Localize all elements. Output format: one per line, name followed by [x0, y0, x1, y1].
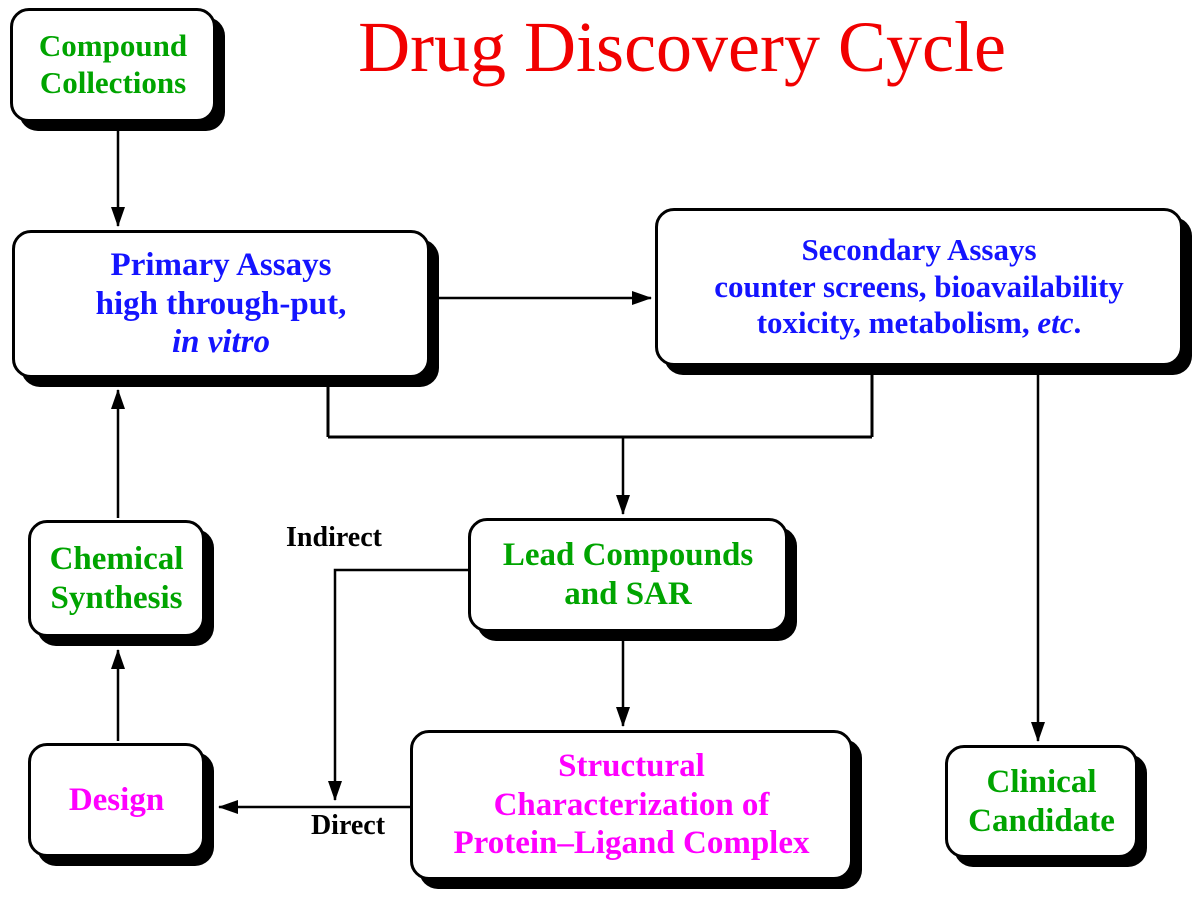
direct-label: Direct — [310, 810, 386, 841]
structural-characterization-box: Structural Characterization of Protein–L… — [410, 730, 853, 880]
clinical-candidate-line2: Candidate — [968, 802, 1115, 839]
compound-collections-line1: Compound — [38, 28, 188, 64]
lead-compounds-line1: Lead Compounds — [502, 537, 754, 574]
design-box: Design — [28, 743, 205, 857]
secondary-assays-line3: toxicity, metabolism, etc. — [757, 305, 1082, 342]
primary-assays-line1: Primary Assays — [110, 246, 332, 283]
page-title: Drug Discovery Cycle — [358, 7, 1006, 87]
arrow-lead-indirect — [328, 568, 468, 801]
structural-line3: Protein–Ligand Complex — [453, 825, 810, 862]
structural-line1: Structural — [558, 747, 705, 784]
secondary-assays-line3-period: . — [1073, 305, 1082, 341]
chemical-synthesis-box: Chemical Synthesis — [28, 520, 205, 637]
design-line1: Design — [68, 781, 165, 818]
primary-assays-line3: in vitro — [171, 324, 271, 361]
secondary-assays-line1: Secondary Assays — [801, 232, 1037, 268]
lead-compounds-box: Lead Compounds and SAR — [468, 518, 788, 632]
secondary-assays-box: Secondary Assays counter screens, bioava… — [655, 208, 1183, 366]
secondary-assays-line3-text: toxicity, metabolism, — [756, 305, 1038, 341]
primary-assays-line2: high through-put, — [95, 285, 347, 322]
primary-assays-box: Primary Assays high through-put, in vitr… — [12, 230, 430, 378]
structural-line2: Characterization of — [493, 786, 770, 823]
lead-compounds-line2: and SAR — [564, 576, 692, 612]
chemical-synthesis-line1: Chemical — [49, 540, 184, 577]
compound-collections-line2: Collections — [39, 65, 187, 100]
chemical-synthesis-line2: Synthesis — [50, 579, 183, 616]
compound-collections-box: Compound Collections — [10, 8, 216, 122]
indirect-label: Indirect — [286, 522, 382, 553]
clinical-candidate-box: Clinical Candidate — [945, 745, 1138, 858]
secondary-assays-line3-etc: etc — [1037, 305, 1074, 341]
secondary-assays-line2: counter screens, bioavailability — [714, 268, 1124, 304]
clinical-candidate-line1: Clinical — [986, 763, 1097, 800]
